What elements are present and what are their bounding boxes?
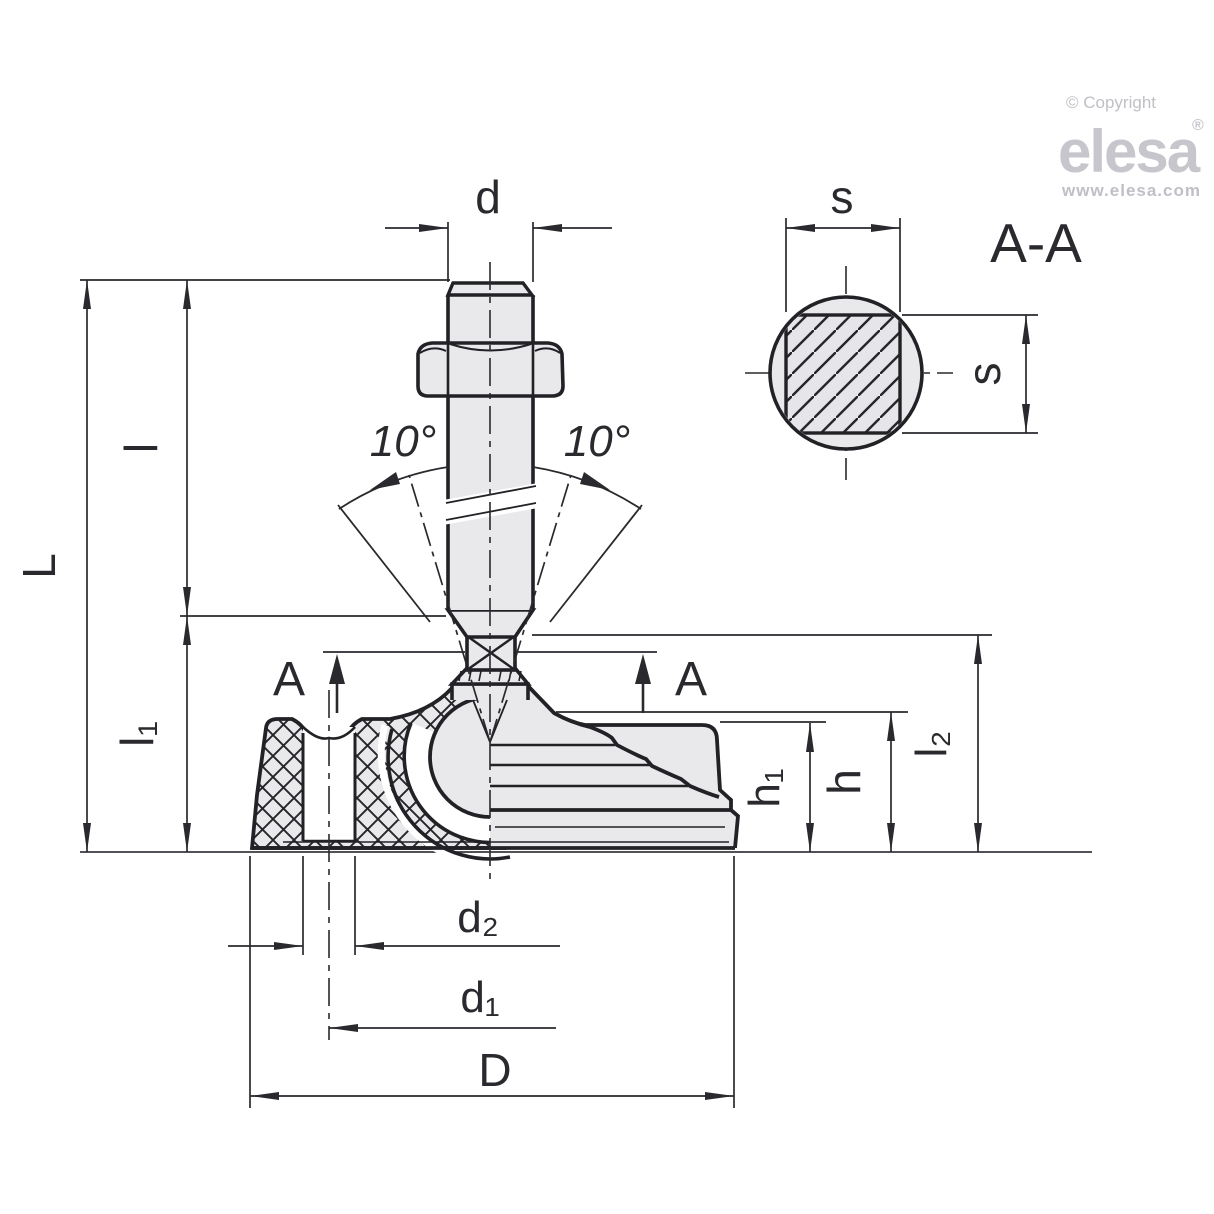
dimension-d2: d₂ [228, 856, 560, 955]
dim-label-l2: l₂ [907, 731, 956, 758]
dim-label-s-side: s [958, 363, 1010, 386]
angle-label-right: 10° [564, 417, 631, 466]
dim-label-l1: l₁ [111, 721, 163, 747]
dim-label-d2: d₂ [457, 893, 499, 942]
website-text: www.elesa.com [1061, 181, 1201, 200]
front-view: 10° 10° [80, 262, 1092, 1040]
base-exterior-right [490, 684, 740, 849]
dim-label-h1: h₁ [740, 768, 789, 807]
ball-cup-outer-arc [386, 728, 511, 861]
dimension-D: D [249, 856, 735, 1108]
arc-arrow-right [580, 472, 610, 490]
copyright-text: © Copyright [1066, 93, 1156, 112]
dim-label-l: l [115, 443, 167, 453]
dim-label-L: L [13, 553, 65, 579]
arc-arrow-left [370, 472, 400, 490]
tilt-axis-right [489, 474, 572, 743]
base-top-rim [585, 723, 733, 810]
dimension-d: d [385, 171, 612, 282]
dimensions: d L l l₁ A A [13, 171, 992, 1108]
swivel-angle-indication: 10° 10° [337, 417, 643, 743]
dimension-l: l [115, 280, 191, 616]
dim-label-d1: d₁ [460, 973, 499, 1022]
dimension-L: L [13, 280, 91, 852]
dim-label-D: D [478, 1044, 511, 1096]
stepped-profile [553, 711, 720, 799]
section-plane-a-a: A A [273, 651, 707, 713]
base-section-left [249, 678, 514, 867]
cut-label-left: A [273, 653, 305, 706]
dimension-l2: l₂ [907, 635, 982, 852]
branding: © Copyright elesa ® www.elesa.com [1058, 93, 1204, 200]
dimension-l1: l₁ [111, 616, 191, 852]
tilted-edge-right [549, 504, 643, 623]
tilted-edge-left [337, 504, 431, 623]
dimension-d1: d₁ [329, 973, 556, 1032]
section-view-a-a: s s A-A [745, 171, 1082, 480]
dimension-s-side: s [902, 314, 1038, 434]
wrench-flats-square [784, 313, 902, 435]
dimension-h1: h₁ [740, 723, 814, 852]
cut-label-right: A [675, 653, 707, 706]
section-title: A-A [990, 212, 1082, 274]
dim-label-h: h [818, 769, 870, 795]
dim-label-s-top: s [831, 171, 854, 223]
dimension-s-top: s [785, 171, 901, 312]
registered-mark-icon: ® [1192, 117, 1204, 134]
tilt-axis-left [408, 474, 491, 743]
dimension-h: h [818, 712, 895, 852]
dim-label-d: d [475, 171, 501, 223]
angle-label-left: 10° [370, 417, 437, 466]
elesa-logo: elesa [1058, 118, 1201, 185]
